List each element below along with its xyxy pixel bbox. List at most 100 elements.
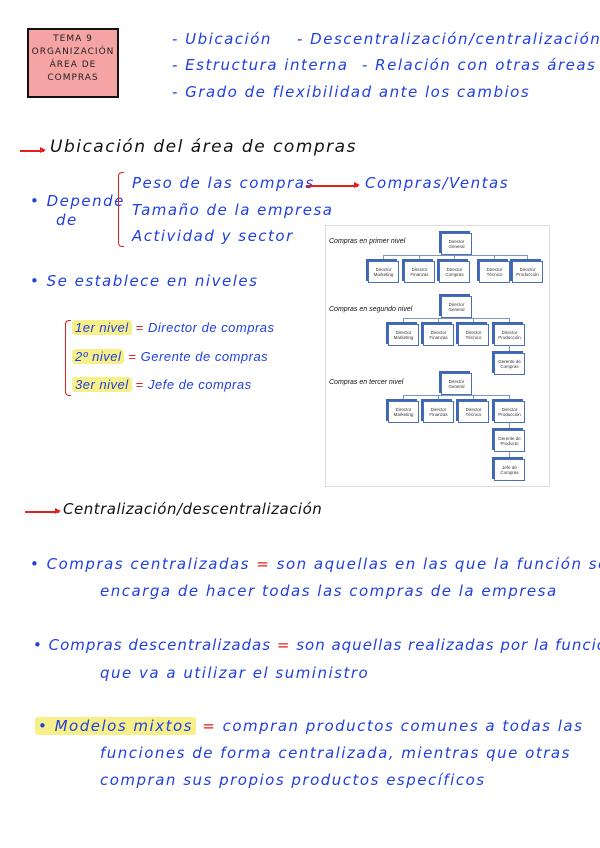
level-value: Jefe de compras: [147, 377, 252, 392]
definition: son aquellas en las que la función se: [276, 555, 600, 573]
org-node-text: Compras: [445, 272, 464, 277]
level-row: 2º nivel = Gerente de compras: [72, 349, 268, 364]
term: • Modelos mixtos: [35, 717, 196, 735]
org-connector: [403, 318, 404, 324]
title-line: COMPRAS: [47, 73, 99, 83]
level-row: 3er nivel = Jefe de compras: [72, 377, 252, 392]
org-node-text: Director: [519, 266, 536, 272]
level-row: 1er nivel = Director de compras: [72, 320, 275, 335]
org-node-text: Director: [395, 329, 412, 335]
org-node-text: Técnico: [465, 335, 482, 340]
topic-item: - Estructura interna: [172, 56, 349, 74]
topic-title-box: TEMA 9 ORGANIZACIÓN ÁREA DE COMPRAS: [27, 28, 119, 98]
org-node-text: Director: [375, 266, 392, 272]
org-node-text: Marketing: [373, 272, 394, 277]
term: • Compras centralizadas: [30, 555, 250, 573]
topic-item: - Descentralización/centralización: [297, 30, 600, 48]
depende-label: • Depende: [30, 192, 125, 210]
org-connector: [509, 422, 510, 430]
org-connector: [438, 318, 439, 324]
depende-label: de: [56, 211, 78, 229]
section-heading: Centralización/descentralización: [63, 500, 323, 518]
org-node-text: General: [448, 307, 465, 312]
org-node-text: Director: [465, 406, 482, 412]
arrow-icon: [25, 508, 61, 514]
org-connector: [383, 255, 384, 261]
org-node-text: Finanzas: [429, 412, 448, 417]
org-node-text: Director: [448, 301, 465, 307]
topic-item: - Ubicación: [172, 30, 272, 48]
level-label: 1er nivel: [72, 320, 132, 335]
arrow-icon: [20, 147, 46, 153]
brace-icon: [118, 172, 124, 247]
org-connector: [383, 255, 527, 256]
org-node-text: Finanzas: [410, 272, 429, 277]
org-node-text: Director: [430, 406, 447, 412]
org-connector: [509, 395, 510, 401]
arrow-icon: [306, 182, 360, 188]
level-label: 3er nivel: [72, 377, 132, 392]
factor-item: Tamaño de la empresa: [132, 201, 334, 219]
level-value: Gerente de compras: [140, 349, 269, 364]
org-level-title: Compras en tercer nivel: [329, 379, 404, 386]
org-connector: [454, 255, 455, 261]
org-node-text: Producción: [498, 335, 521, 340]
org-node-text: Director: [430, 329, 447, 335]
org-node-text: Director: [411, 266, 428, 272]
level-label: 2º nivel: [72, 349, 125, 364]
definition: compran productos comunes a todas las: [222, 717, 584, 735]
equals-sign: =: [135, 377, 144, 392]
niveles-intro: • Se establece en niveles: [30, 272, 259, 290]
org-level-title: Compras en primer nivel: [329, 238, 406, 245]
org-node-text: Compras: [500, 470, 519, 475]
org-node-text: Gerente de: [498, 358, 521, 364]
equals-sign: =: [276, 636, 291, 654]
org-node-text: Gerente de: [498, 435, 521, 441]
org-node-text: Director: [465, 329, 482, 335]
title-line: ÁREA DE: [49, 60, 97, 70]
factor-item: Peso de las compras: [132, 174, 315, 192]
org-connector: [403, 318, 509, 319]
term: • Compras descentralizadas: [33, 636, 272, 654]
paragraph-line: • Compras descentralizadas = son aquella…: [33, 636, 600, 654]
org-node-text: Director: [501, 329, 518, 335]
org-node-text: General: [448, 244, 465, 249]
topic-item: - Grado de flexibilidad ante los cambios: [172, 83, 531, 101]
org-node-text: Director: [448, 378, 465, 384]
equals-sign: =: [256, 555, 271, 573]
org-node-text: Director: [446, 266, 463, 272]
level-value: Director de compras: [147, 320, 275, 335]
factor-item: Actividad y sector: [132, 227, 294, 245]
org-node-text: Compras: [500, 364, 519, 369]
title-line: TEMA 9: [53, 34, 93, 44]
org-connector: [403, 395, 404, 401]
equals-sign: =: [128, 349, 137, 364]
org-node-text: General: [448, 384, 465, 389]
equals-sign: =: [202, 717, 217, 735]
org-connector: [494, 255, 495, 261]
org-connector: [509, 345, 510, 353]
org-connector: [509, 451, 510, 459]
org-node-text: Director: [501, 406, 518, 412]
org-node-text: Marketing: [393, 335, 414, 340]
org-connector: [473, 395, 474, 401]
org-node-text: Jefe de: [502, 464, 517, 470]
paragraph-line: encarga de hacer todas las compras de la…: [100, 582, 558, 600]
title-line: ORGANIZACIÓN: [31, 47, 115, 57]
equals-sign: =: [135, 320, 144, 335]
